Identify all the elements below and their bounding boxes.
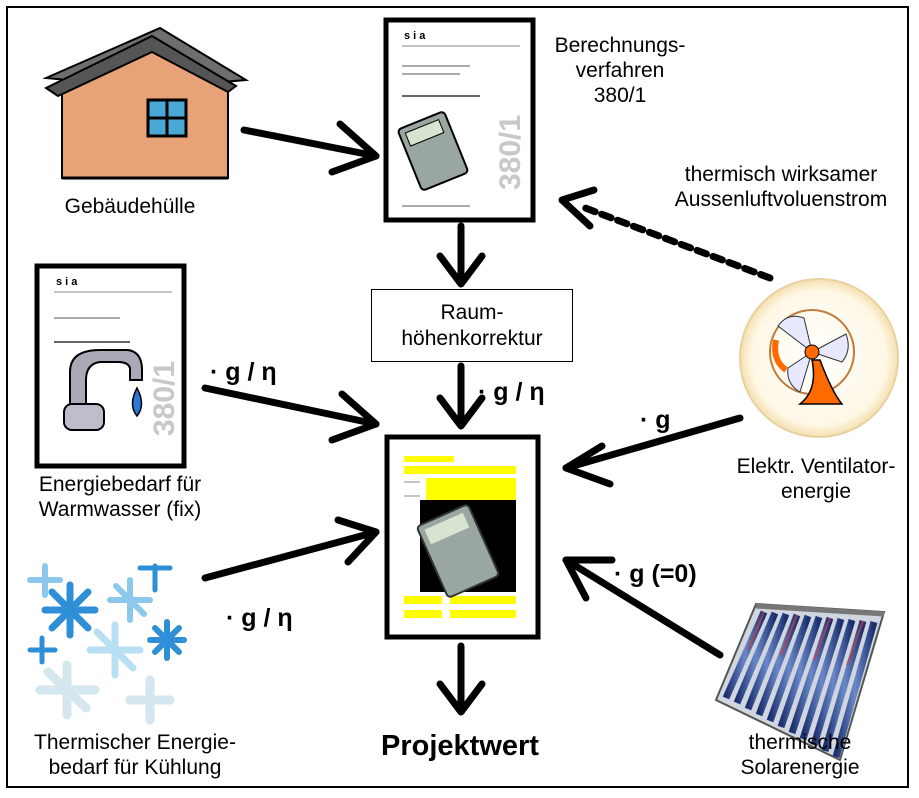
diagram-frame: [6, 6, 909, 788]
solar-collector-icon: [714, 602, 886, 762]
fan-icon: [739, 278, 899, 438]
solar-label: thermische Solarenergie: [700, 730, 900, 780]
factor-fan: · g: [640, 406, 671, 434]
arrow-cooling-to-form: [201, 516, 380, 582]
calculation-method-label: Berechnungs- verfahren 380/1: [530, 33, 710, 108]
svg-text:380/1: 380/1: [148, 361, 181, 436]
factor-room: · g / η: [478, 378, 545, 406]
fan-energy-line2: energie: [780, 480, 852, 503]
building-envelope-label: Gebäudehülle: [30, 194, 230, 219]
calculation-method-line2: verfahren: [575, 59, 665, 82]
airflow-line1: thermisch wirksamer: [684, 163, 878, 186]
building-envelope-text: Gebäudehülle: [64, 195, 196, 218]
svg-text:s i a: s i a: [56, 276, 78, 288]
result-title: Projektwert: [381, 730, 539, 762]
room-height-correction-line1: Raum-: [440, 300, 504, 324]
room-height-correction-box: Raum- höhenkorrektur: [371, 289, 573, 362]
arrow-method-to-room: [436, 222, 486, 288]
svg-text:s i a: s i a: [404, 30, 426, 42]
result-form-document-icon: [384, 434, 541, 640]
airflow-line2: Aussenluftvoluenstrom: [674, 188, 888, 211]
svg-text:380/1: 380/1: [494, 115, 527, 190]
hot-water-label: Energiebedarf für Warmwasser (fix): [10, 472, 230, 522]
cooling-line1: Thermischer Energie-: [34, 731, 236, 754]
room-height-correction-line2: höhenkorrektur: [401, 326, 543, 350]
cooling-label: Thermischer Energie- bedarf für Kühlung: [10, 730, 260, 780]
arrow-hotwater-to-form: [201, 384, 380, 444]
house-icon: [42, 26, 250, 180]
factor-hot-water: · g / η: [210, 358, 277, 386]
arrow-fan-to-form: [562, 414, 744, 488]
solar-line2: Solarenergie: [740, 756, 860, 779]
cooling-line2: bedarf für Kühlung: [48, 756, 222, 779]
snowflakes-icon: [23, 563, 187, 726]
hot-water-document-icon: s i a 380/1: [34, 263, 187, 469]
fan-energy-label: Elektr. Ventilator- energie: [716, 454, 916, 504]
arrow-room-to-form: [436, 362, 486, 430]
arrow-building-to-method: [240, 120, 380, 176]
arrow-solar-to-form: [562, 556, 724, 659]
hot-water-line1: Energiebedarf für: [38, 473, 202, 496]
factor-cooling: · g / η: [226, 604, 293, 632]
arrow-fan-to-method-dashed: [558, 186, 774, 282]
factor-solar: · g (=0): [614, 560, 697, 588]
hot-water-line2: Warmwasser (fix): [38, 498, 202, 521]
calculation-method-line3: 380/1: [593, 84, 647, 107]
arrow-form-to-result: [436, 642, 486, 716]
solar-line1: thermische: [748, 731, 852, 754]
fan-energy-line1: Elektr. Ventilator-: [736, 455, 896, 478]
calculation-method-line1: Berechnungs-: [554, 34, 686, 57]
airflow-label: thermisch wirksamer Aussenluftvoluenstro…: [650, 162, 912, 212]
sia-380-document-icon: s i a 380/1: [383, 17, 536, 223]
